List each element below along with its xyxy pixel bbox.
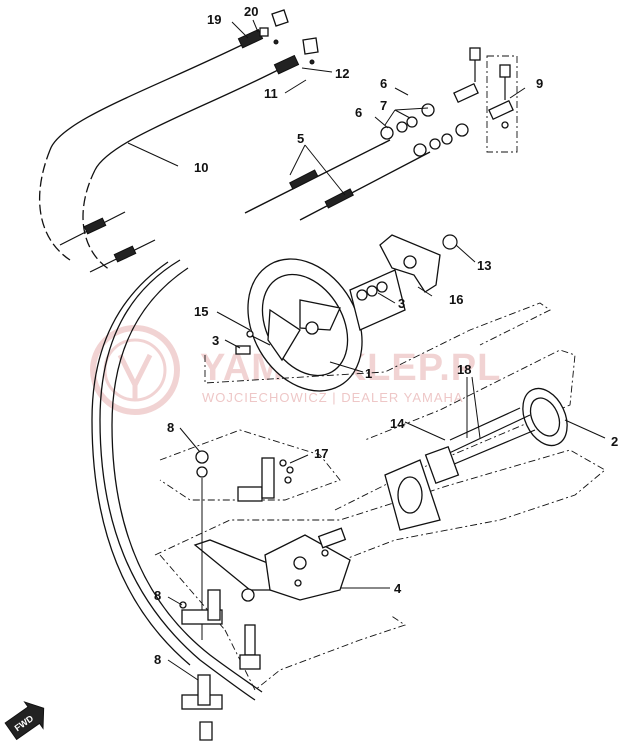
callout-14: 14	[390, 416, 405, 431]
bolt-part-15	[235, 330, 271, 355]
pedal-plate	[193, 527, 351, 602]
lower-clamp-assembly	[179, 589, 261, 741]
control-cables	[38, 41, 283, 701]
cable-end-fitting-middle	[59, 211, 156, 273]
callout-17: 17	[314, 446, 328, 461]
callout-8-bottom: 8	[154, 652, 161, 667]
callout-6-upper: 6	[380, 76, 387, 91]
watermark-subtext: WOJCIECHOWICZ | DEALER YAMAHA	[202, 390, 464, 405]
leader-lines	[127, 19, 606, 681]
clip-part-20	[271, 9, 289, 27]
callout-3-left: 3	[212, 333, 219, 348]
callout-12: 12	[335, 66, 349, 81]
callout-2: 2	[611, 434, 618, 449]
callout-labels: 19 20 12 11 6 7 6 9 10 5 13 16 3 15 3 1 …	[154, 4, 618, 667]
callout-18: 18	[457, 362, 471, 377]
callout-15: 15	[194, 304, 208, 319]
callout-5: 5	[297, 131, 304, 146]
callout-8-top: 8	[167, 420, 174, 435]
steering-column-bracket	[349, 234, 458, 331]
callout-4: 4	[394, 581, 402, 596]
steering-wheel	[247, 258, 363, 392]
forward-arrow-icon: FWD	[4, 701, 45, 741]
callout-10: 10	[194, 160, 208, 175]
cable-clamp-part-17	[237, 457, 294, 502]
callout-9: 9	[536, 76, 543, 91]
callout-3-right: 3	[398, 296, 405, 311]
callout-20: 20	[244, 4, 258, 19]
ball-joint-assembly	[453, 47, 518, 153]
o-ring-part-13	[442, 234, 458, 250]
shift-throttle-rods	[244, 139, 431, 221]
callout-6-lower: 6	[355, 105, 362, 120]
cable-end-fitting-upper	[237, 9, 319, 75]
callout-19: 19	[207, 12, 221, 27]
callout-11: 11	[264, 86, 278, 101]
callout-7: 7	[380, 98, 387, 113]
watermark-logo-icon	[90, 325, 180, 415]
callout-16: 16	[449, 292, 463, 307]
clip-part-12	[302, 37, 319, 55]
helm-unit	[384, 387, 568, 531]
callout-8-middle: 8	[154, 588, 161, 603]
callout-1: 1	[365, 366, 372, 381]
nut-part-8-upper	[195, 450, 209, 640]
callout-13: 13	[477, 258, 491, 273]
washers-and-nuts	[380, 103, 469, 157]
